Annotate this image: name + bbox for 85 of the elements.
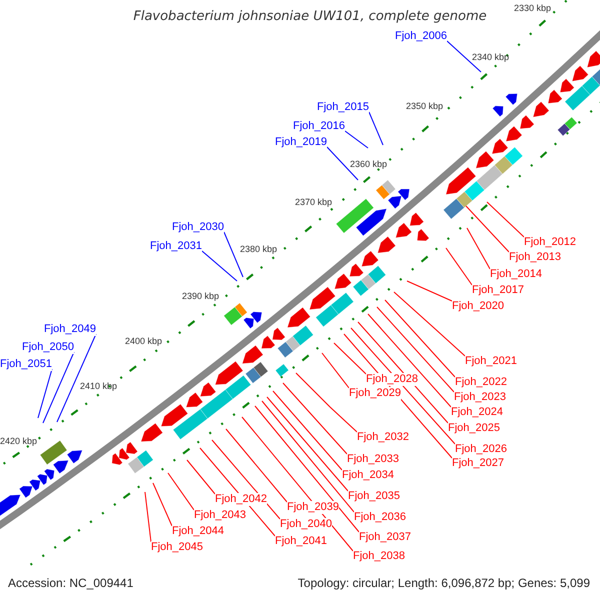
genome-info-text: Topology: circular; Length: 6,096,872 bp; Genes: 5,099 xyxy=(298,576,590,590)
leader-line xyxy=(144,492,152,542)
gene-label: Fjoh_2041 xyxy=(275,535,327,548)
leader-line xyxy=(282,382,348,454)
gene-label: Fjoh_2019 xyxy=(275,136,327,149)
scale-label: 2360 kbp xyxy=(350,159,388,169)
leader-line xyxy=(446,40,482,72)
scale-label: 2420 kbp xyxy=(0,436,38,446)
gene-label: Fjoh_2025 xyxy=(448,422,500,435)
title: Flavobacterium johnsoniae UW101, complete genome xyxy=(132,9,487,24)
leader-line xyxy=(224,232,244,278)
scale-label: 2390 kbp xyxy=(182,291,220,301)
leader-line xyxy=(266,396,348,492)
leader-line xyxy=(344,130,368,148)
scale-label: 2350 kbp xyxy=(406,101,444,111)
leader-line xyxy=(56,334,96,422)
leader-line xyxy=(486,202,524,238)
gene-label: Fjoh_2026 xyxy=(455,443,507,456)
leader-line xyxy=(466,206,510,252)
leader-line xyxy=(272,390,342,470)
gene-label: Fjoh_2006 xyxy=(395,30,447,43)
gene-label: Fjoh_2038 xyxy=(353,550,405,563)
leader-line xyxy=(186,460,216,494)
leader-line xyxy=(358,322,448,424)
leader-line xyxy=(38,368,52,418)
leader-line xyxy=(296,372,358,432)
gene-label: Fjoh_2032 xyxy=(357,431,409,444)
gene-label: Fjoh_2043 xyxy=(194,509,246,522)
leader-line xyxy=(466,228,490,270)
leader-line xyxy=(376,306,454,392)
gene-label: Fjoh_2029 xyxy=(349,387,401,400)
gene-label: Fjoh_2028 xyxy=(366,373,418,386)
scale-label: 2380 kbp xyxy=(240,244,278,254)
gene-label: Fjoh_2035 xyxy=(348,490,400,503)
leader-line xyxy=(202,250,238,282)
leader-line xyxy=(212,440,280,520)
gene-label: Fjoh_2044 xyxy=(172,525,224,538)
gene-label: Fjoh_2051 xyxy=(0,358,52,371)
leader-line xyxy=(368,112,384,146)
gene-label: Fjoh_2037 xyxy=(359,531,411,544)
leader-line xyxy=(262,400,354,512)
leader-line xyxy=(254,406,360,532)
leader-line xyxy=(334,342,366,374)
gene-label: Fjoh_2013 xyxy=(509,251,561,264)
leader-line xyxy=(326,146,358,180)
gene-label: Fjoh_2033 xyxy=(347,453,399,466)
gene-label: Fjoh_2045 xyxy=(151,541,203,554)
gene-label: Fjoh_2036 xyxy=(354,511,406,524)
gene-label: Fjoh_2034 xyxy=(342,469,394,482)
gene-label: Fjoh_2014 xyxy=(490,268,542,281)
leader-line xyxy=(152,482,172,526)
leader-line xyxy=(168,472,194,510)
gene-label: Fjoh_2050 xyxy=(22,341,74,354)
gene-label: Fjoh_2016 xyxy=(293,120,345,133)
leader-line xyxy=(226,428,288,502)
gene-label: Fjoh_2040 xyxy=(280,518,332,531)
gene-label: Fjoh_2042 xyxy=(215,493,267,506)
gene-label: Fjoh_2023 xyxy=(454,391,506,404)
leader-line xyxy=(242,416,354,552)
gene-label: Fjoh_2039 xyxy=(287,501,339,514)
scale-label: 2400 kbp xyxy=(125,336,162,346)
gene-label: Fjoh_2027 xyxy=(452,457,504,470)
gene-label: Fjoh_2017 xyxy=(472,284,524,297)
gene-label: Fjoh_2031 xyxy=(150,240,202,253)
leader-line xyxy=(384,300,456,378)
leader-line xyxy=(42,352,74,424)
gene-label: Fjoh_2015 xyxy=(317,101,369,114)
leader-line xyxy=(350,328,456,444)
leader-line xyxy=(394,292,466,356)
leader-line xyxy=(368,314,452,408)
leader-line xyxy=(446,248,472,286)
genome-info-text: Accession: NC_009441 xyxy=(8,576,134,590)
scale-label: 2330 kbp xyxy=(514,3,552,13)
gene-label: Fjoh_2030 xyxy=(172,221,224,234)
scale-label: 2410 kbp xyxy=(80,381,118,391)
leader-line xyxy=(406,280,452,302)
gene-label: Fjoh_2024 xyxy=(451,406,503,419)
gene-label: Fjoh_2012 xyxy=(524,236,576,249)
gene-label: Fjoh_2049 xyxy=(44,323,96,336)
scale-label: 2340 kbp xyxy=(472,52,510,62)
gene-label: Fjoh_2022 xyxy=(455,376,507,389)
scale-label: 2370 kbp xyxy=(295,197,332,207)
gene-label: Fjoh_2021 xyxy=(465,355,517,368)
gene-label: Fjoh_2020 xyxy=(452,300,504,313)
leader-line xyxy=(322,352,350,388)
